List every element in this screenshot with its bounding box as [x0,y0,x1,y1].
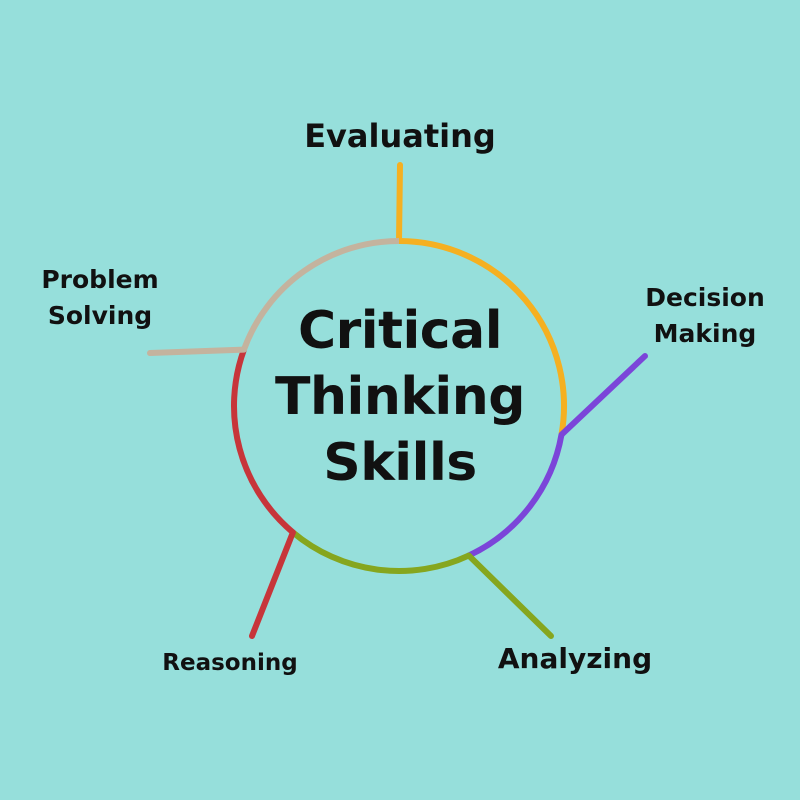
title-line-3: Skills [323,433,477,493]
label-evaluating: Evaluating [304,117,496,155]
spoke-evaluating [396,162,403,244]
arc-reasoning [231,348,295,535]
spoke-decision-making [558,353,648,438]
title-line-1: Critical [297,301,503,361]
spoke-analyzing [465,552,554,639]
title-line-2: Thinking [275,367,525,427]
arc-decision-making [467,434,565,559]
label-problem-solving: Problem Solving [41,265,159,330]
spoke-problem-solving [147,346,247,356]
arc-problem-solving [241,238,400,351]
center-title: Critical Thinking Skills [250,298,550,496]
arc-evaluating [398,238,567,436]
label-reasoning: Reasoning [162,650,298,676]
label-decision-making: Decision Making [645,283,765,348]
spoke-reasoning [249,529,296,639]
arc-analyzing [291,530,470,574]
label-analyzing: Analyzing [497,642,653,675]
